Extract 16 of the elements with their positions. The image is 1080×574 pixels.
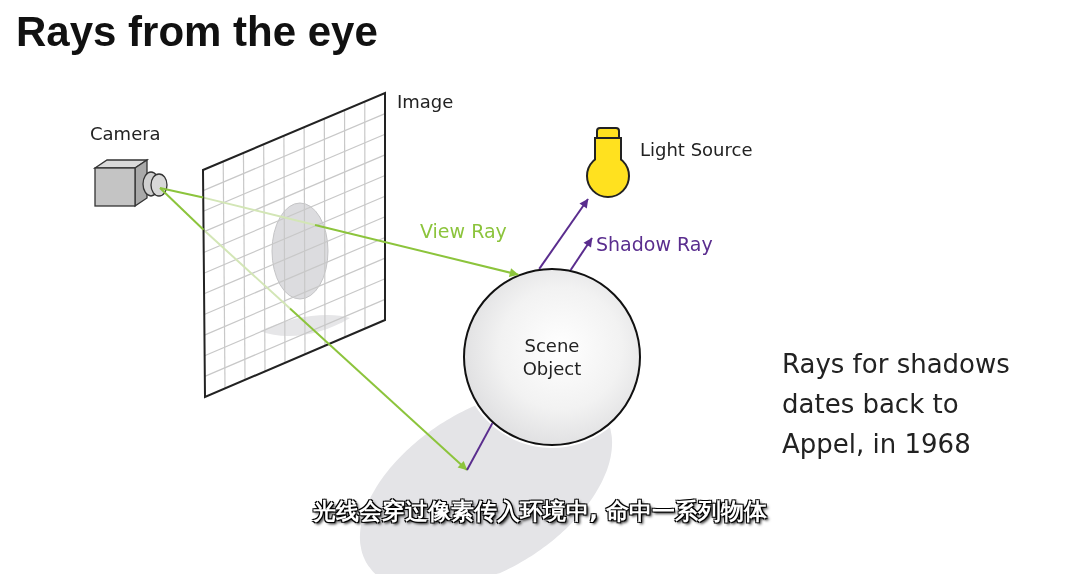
ray-line bbox=[159, 187, 205, 231]
node-label: Light Source bbox=[640, 138, 753, 162]
ray-arrow bbox=[289, 307, 468, 471]
node-label: Scene Object bbox=[521, 333, 583, 381]
ray-arrow bbox=[569, 237, 593, 271]
ray-line bbox=[159, 187, 205, 199]
ray-arrow bbox=[538, 198, 589, 270]
slide-title: Rays from the eye bbox=[16, 8, 378, 56]
node-label: Image bbox=[397, 90, 454, 114]
subtitle-caption: 光线会穿过像素传入环境中, 命中一系列物体 bbox=[310, 497, 770, 527]
edge-label: View Ray bbox=[420, 220, 507, 242]
note-text: Rays for shadows dates back to Appel, in 1968 bbox=[782, 348, 1011, 461]
edge-label: Shadow Ray bbox=[596, 233, 713, 255]
ray-arrow bbox=[314, 224, 520, 277]
node-label: Camera bbox=[90, 122, 161, 146]
ray-line bbox=[466, 422, 494, 471]
